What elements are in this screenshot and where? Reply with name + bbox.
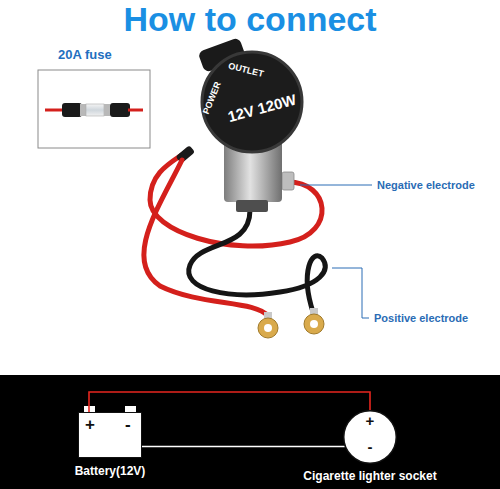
electrode-label: Positive electrode bbox=[374, 312, 468, 325]
fuse-inset bbox=[38, 70, 150, 148]
polarity-sign: - bbox=[368, 438, 373, 455]
ring-terminal bbox=[304, 314, 324, 334]
fuse-cap bbox=[80, 104, 86, 116]
inline-fuse-holder bbox=[176, 145, 196, 163]
ring-terminal bbox=[258, 318, 278, 338]
positive-wire bbox=[89, 392, 370, 412]
cap-marking: OUTLET bbox=[227, 61, 264, 80]
leader-line bbox=[300, 185, 372, 186]
socket-base bbox=[236, 200, 268, 212]
schematic-band bbox=[0, 375, 500, 489]
circle-outline bbox=[344, 411, 397, 464]
leader-line bbox=[332, 268, 369, 318]
socket-cap bbox=[202, 52, 302, 152]
negative-wire bbox=[142, 446, 345, 448]
polarity-sign: - bbox=[125, 415, 131, 435]
cap-marking: POWER bbox=[201, 80, 223, 115]
battery-box: +-Battery(12V) bbox=[78, 412, 142, 458]
electrode-label: Negative electrode bbox=[377, 179, 475, 192]
spade-connector bbox=[282, 172, 294, 190]
ring-hole bbox=[310, 320, 318, 328]
red-wire bbox=[45, 109, 64, 112]
red-wire bbox=[128, 109, 143, 112]
polarity-sign: + bbox=[85, 415, 95, 435]
black-wire bbox=[189, 210, 326, 312]
component-label: Battery(12V) bbox=[75, 465, 146, 479]
fuse-holder bbox=[62, 103, 82, 117]
polarity-sign: + bbox=[366, 412, 375, 429]
fuse-holder bbox=[110, 103, 130, 117]
rating-marking: 12V 120W bbox=[226, 91, 298, 126]
socket-symbol: +-Cigarette lighter socket bbox=[343, 410, 397, 464]
title: How to connect bbox=[123, 0, 376, 39]
fuse-cap bbox=[104, 104, 110, 116]
component-label: Cigarette lighter socket bbox=[303, 470, 436, 484]
ring-hole bbox=[264, 324, 272, 332]
glass-fuse bbox=[86, 104, 104, 116]
fuse-label: 20A fuse bbox=[58, 48, 112, 63]
